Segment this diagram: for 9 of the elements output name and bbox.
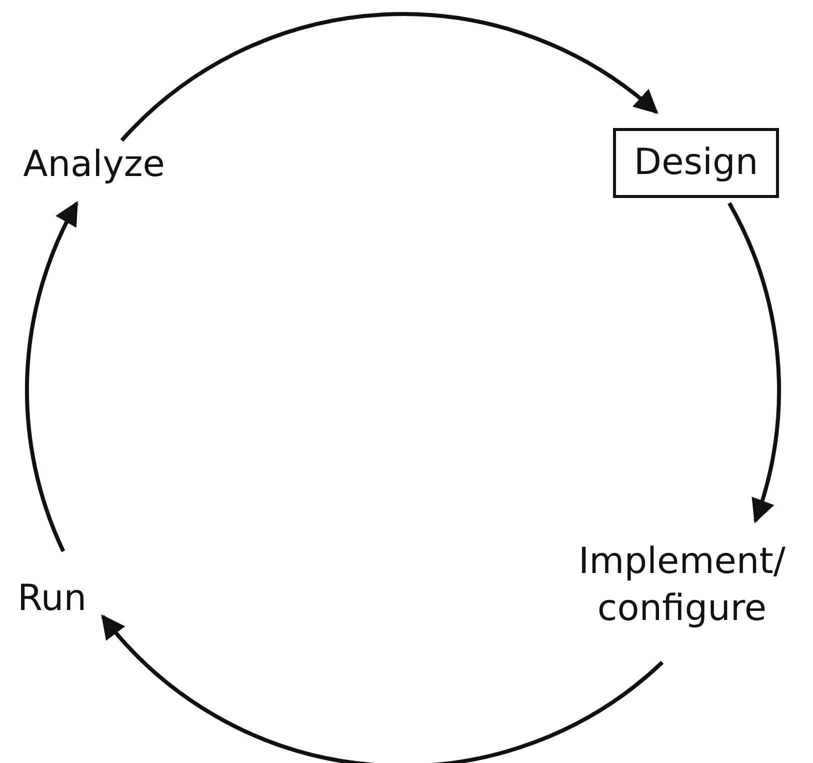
node-label: Design — [634, 140, 758, 185]
node-label: Run — [17, 576, 87, 621]
arrow — [101, 614, 664, 763]
arrow — [728, 202, 781, 524]
node-label: Implement/ configure — [578, 540, 786, 631]
arrow — [25, 200, 78, 552]
arrow — [120, 12, 658, 142]
process-box — [613, 128, 779, 198]
node-label: Analyze — [23, 142, 165, 187]
